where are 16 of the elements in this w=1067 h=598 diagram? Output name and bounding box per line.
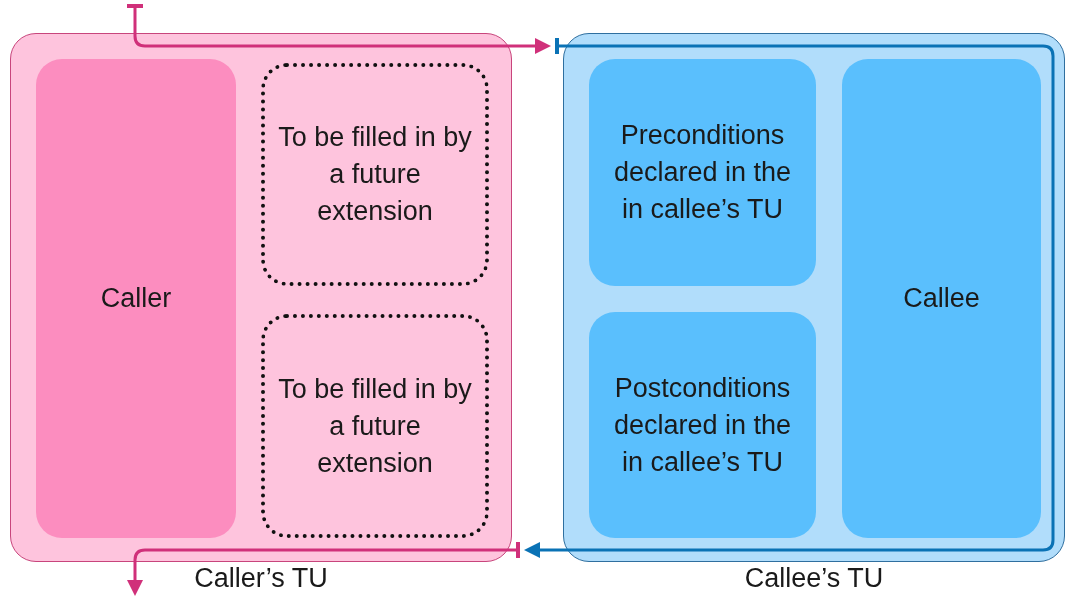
box-label: Caller [100, 282, 172, 315]
arrow [127, 542, 520, 596]
function-box [842, 59, 1041, 538]
placeholder-box [261, 314, 489, 538]
condition-box [589, 312, 816, 538]
arrow [127, 4, 551, 54]
function-box [36, 59, 236, 538]
box-label: Preconditions declared in the in callee’s TU [612, 119, 793, 226]
placeholder-box [261, 63, 489, 286]
condition-box [589, 59, 816, 286]
box-label: To be filled in by a future extension [277, 372, 473, 480]
panel-caption: Caller’s TU [193, 562, 329, 595]
box-label: Postconditions declared in the in callee’s TU [612, 371, 793, 479]
panel-caption: Callee’s TU [743, 562, 885, 595]
box-label: Callee [903, 282, 980, 315]
box-label: To be filled in by a future extension [277, 121, 473, 228]
